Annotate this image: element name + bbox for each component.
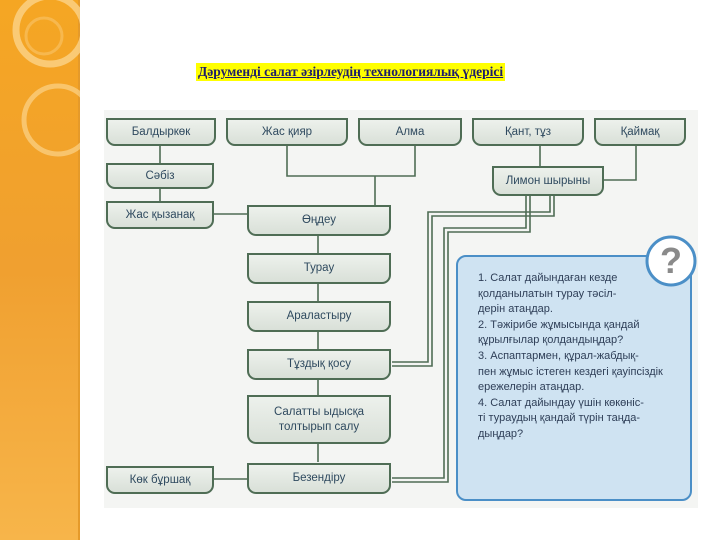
decorative-rings <box>12 0 80 157</box>
question-line: 4. Салат дайындау үшін көкөніс- <box>478 396 644 409</box>
question-line: 2. Тәжірибе жұмысында қандай <box>478 318 640 331</box>
box-sebiz: Сәбіз <box>106 163 214 189</box>
question-mark-icon: ? <box>644 234 698 288</box>
side-decor-line <box>78 0 80 540</box>
box-tuzdyk: Тұздық қосу <box>247 349 391 380</box>
box-kaimak: Қаймақ <box>594 118 686 146</box>
question-mark-glyph: ? <box>660 240 682 281</box>
box-kant-tuz: Қант, тұз <box>472 118 584 146</box>
question-line: құрылғылар қолдандыңдар? <box>478 334 624 347</box>
question-line: ті тураудың қандай түрін таңда- <box>478 412 641 425</box>
box-salatty-line2: толтырып салу <box>278 420 360 433</box>
box-turau: Турау <box>247 253 391 284</box>
question-line: қолданылатын турау тәсіл- <box>478 287 617 300</box>
box-aralastyru: Араластыру <box>247 301 391 332</box>
box-zhas-kiyar: Жас қияр <box>226 118 348 146</box>
box-salatty-line1: Салатты ыдысқа <box>273 405 365 418</box>
questions-text: 1. Салат дайындаған кезде қолданылатын т… <box>478 271 690 443</box>
box-limon: Лимон шырыны <box>492 166 604 196</box>
question-line: дыңдар? <box>478 427 524 440</box>
question-line: 1. Салат дайындаған кезде <box>478 272 618 284</box>
page-title: Дәрумeнді салат әзірлеудің технологиялық… <box>196 63 506 81</box>
questions-panel <box>456 255 692 501</box>
box-bezendiru: Безендіру <box>247 463 391 494</box>
box-kok-burshak: Көк бұршақ <box>106 466 214 494</box>
question-line: ережелерін атаңдар. <box>478 381 585 394</box>
box-baldyrkok: Балдыркөк <box>106 118 216 146</box>
box-zhas-kyzanak: Жас қызанақ <box>106 201 214 229</box>
box-alma: Алма <box>358 118 462 146</box>
box-salatty: Салатты ыдысқа толтырып салу <box>247 395 391 444</box>
question-line: пен жұмыс істеген кездегі қауіпсіздік <box>478 365 663 378</box>
question-line: дерін атаңдар. <box>478 303 553 316</box>
box-ondeu: Өңдеу <box>247 205 391 236</box>
question-line: 3. Аспаптармен, құрал-жабдық- <box>478 349 639 362</box>
